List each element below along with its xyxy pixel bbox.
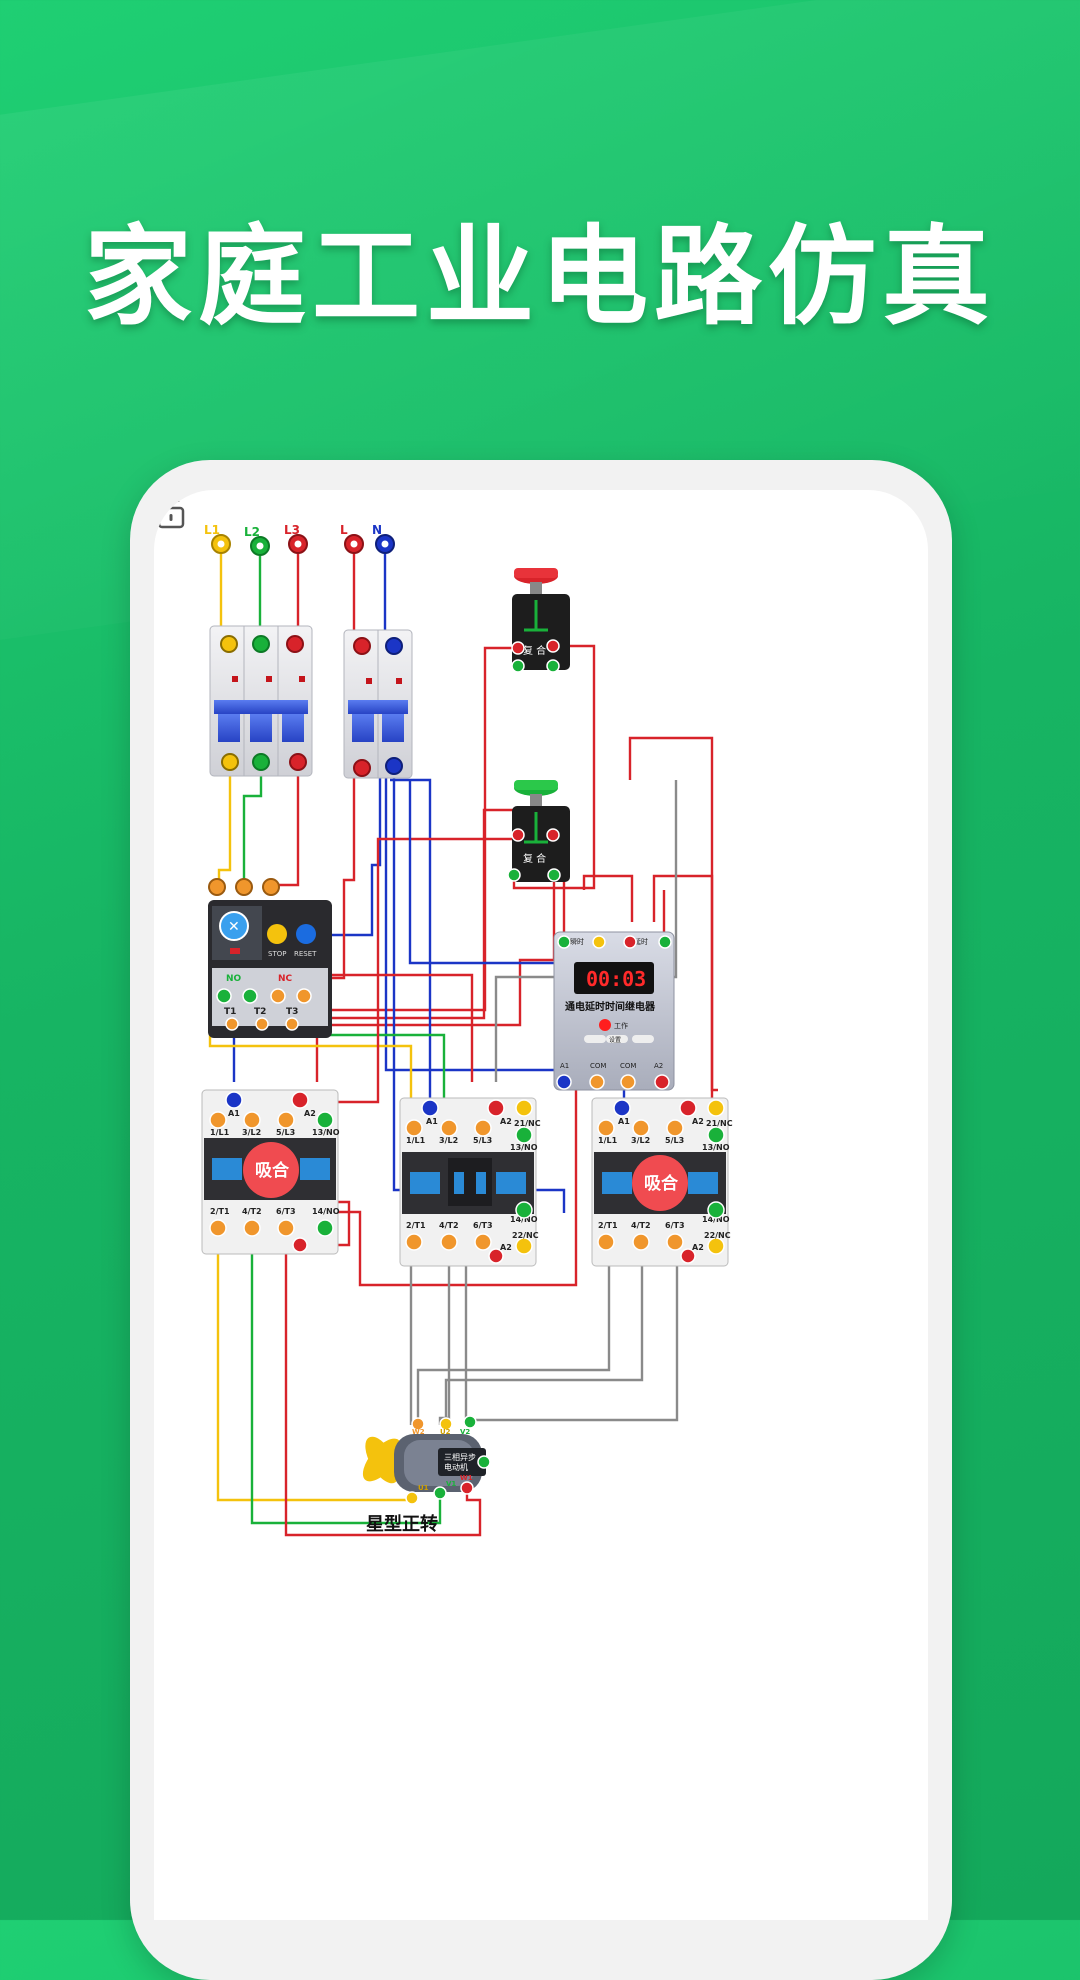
overload-no-label: NO (226, 974, 242, 984)
thermal-overload-relay[interactable]: ✕ STOP RESET NO NC T1 T2 T3 (208, 878, 332, 1038)
c3-l2-label: 3/L2 (631, 1136, 650, 1145)
c3-a1-label: A1 (618, 1117, 630, 1126)
c2-t2-label: 4/T2 (439, 1221, 459, 1230)
timer-work-label: 工作 (614, 1021, 628, 1030)
timer-instant-label: 瞬时 (570, 937, 584, 946)
page-headline: 家庭工业电路仿真 (83, 215, 996, 340)
c3-t1-label: 2/T1 (598, 1221, 618, 1230)
terminal-n-label: N (372, 523, 382, 537)
timer-a1-label: A1 (560, 1062, 569, 1070)
timer-plus-button[interactable] (632, 1035, 654, 1043)
contactor-3[interactable]: A1 A2 21/NC 1/L1 3/L2 5/L3 13/NO 吸合 2/T1… (591, 1097, 733, 1267)
circuit-caption: 星型正转 (366, 1513, 438, 1535)
contactor-2[interactable]: A1 A2 21/NC 1/L1 3/L2 5/L3 13/NO 2/T1 4/… (399, 1097, 541, 1267)
overload-t1-label: T1 (224, 1007, 236, 1017)
motor-w1-label: W1 (460, 1474, 473, 1482)
c2-t3-label: 6/T3 (473, 1221, 493, 1230)
c3-t3-label: 6/T3 (665, 1221, 685, 1230)
reset-button-red-label: 复 合 (523, 644, 546, 657)
c3-13no-label: 13/NO (702, 1143, 730, 1152)
c3-a2-label: A2 (692, 1117, 704, 1126)
timer-set-label: 设置 (609, 1036, 621, 1044)
terminal-l1-label: L1 (204, 523, 220, 537)
c3-21nc-label: 21/NC (706, 1119, 733, 1128)
lock-open-icon[interactable] (154, 490, 188, 530)
c2-13no-label: 13/NO (510, 1143, 538, 1152)
three-phase-motor[interactable]: 三相异步电动机 W2 U2 V2 U1 V1 W1 (356, 1415, 491, 1505)
c3-l3-label: 5/L3 (665, 1136, 684, 1145)
c1-13no-label: 13/NO (312, 1128, 340, 1137)
input-terminals[interactable]: L1 L2 L3 L N (204, 523, 395, 556)
c1-l3-label: 5/L3 (276, 1128, 295, 1137)
reset-button-green-label: 复 合 (523, 852, 546, 865)
reset-button-green[interactable]: 复 合 (507, 780, 570, 882)
c3-22nc-label: 22/NC (704, 1231, 731, 1240)
terminal-l-label: L (340, 523, 348, 537)
motor-u1-label: U1 (418, 1484, 429, 1492)
c3-engaged-label: 吸合 (644, 1173, 679, 1194)
circuit-diagram: L1 L2 L3 L N (201, 523, 733, 1537)
c1-l1-label: 1/L1 (210, 1128, 230, 1137)
c2-22nc-label: 22/NC (512, 1231, 539, 1240)
c1-14no-label: 14/NO (312, 1207, 340, 1216)
timer-title: 通电延时时间继电器 (565, 1000, 656, 1013)
terminal-l3-label: L3 (284, 523, 300, 537)
c3-engaged-indicator (632, 1155, 688, 1211)
timer-minus-button[interactable] (584, 1035, 606, 1043)
motor-w2-label: W2 (412, 1428, 425, 1436)
c2-a1-label: A1 (426, 1117, 438, 1126)
c1-t2-label: 4/T2 (242, 1207, 262, 1216)
three-pole-breaker[interactable] (209, 625, 313, 777)
motor-v2-label: V2 (460, 1428, 470, 1436)
timer-a2-label: A2 (654, 1062, 663, 1070)
c1-t1-label: 2/T1 (210, 1207, 230, 1216)
overload-nc-label: NC (278, 974, 293, 984)
c1-t3-label: 6/T3 (276, 1207, 296, 1216)
contactor-1[interactable]: A1 A2 1/L1 3/L2 5/L3 13/NO 吸合 2/T1 4/T2 … (201, 1089, 340, 1255)
two-pole-breaker[interactable] (343, 629, 413, 779)
c3-t2-label: 4/T2 (631, 1221, 651, 1230)
c2-l2-label: 3/L2 (439, 1136, 458, 1145)
timer-com-label-1: COM (590, 1062, 606, 1070)
timer-com-label-2: COM (620, 1062, 636, 1070)
overload-t3-label: T3 (286, 1007, 298, 1017)
stop-label: STOP (268, 950, 286, 958)
motor-v1-label: V1 (446, 1480, 456, 1488)
c2-a2-bottom-label: A2 (500, 1243, 512, 1252)
c2-t1-label: 2/T1 (406, 1221, 426, 1230)
c2-l1-label: 1/L1 (406, 1136, 426, 1145)
c1-l2-label: 3/L2 (242, 1128, 261, 1137)
c1-engaged-indicator (243, 1142, 299, 1198)
terminal-l2-label: L2 (244, 525, 260, 539)
c2-21nc-label: 21/NC (514, 1119, 541, 1128)
c1-a2-label: A2 (304, 1109, 316, 1118)
timer-set-button[interactable] (606, 1035, 628, 1043)
c3-14no-label: 14/NO (702, 1215, 730, 1224)
c2-l3-label: 5/L3 (473, 1136, 492, 1145)
motor-label: 三相异步电动机 (444, 1452, 476, 1472)
adjust-dial-icon: ✕ (228, 919, 240, 935)
c1-engaged-label: 吸合 (255, 1160, 290, 1181)
c2-a2-label: A2 (500, 1117, 512, 1126)
timer-delay-label: 延时 (634, 937, 648, 946)
reset-label: RESET (294, 950, 317, 958)
overload-t2-label: T2 (254, 1007, 266, 1017)
c3-l1-label: 1/L1 (598, 1136, 618, 1145)
timer-display: 00:03 (586, 967, 646, 991)
c1-a1-label: A1 (228, 1109, 240, 1118)
c2-14no-label: 14/NO (510, 1215, 538, 1224)
c3-a2-bottom-label: A2 (692, 1243, 704, 1252)
time-delay-relay[interactable]: 瞬时 延时 00:03 通电延时时间继电器 工作 设置 A1 COM COM A… (553, 931, 675, 1091)
reset-button-red[interactable]: 复 合 (511, 568, 570, 673)
motor-u2-label: U2 (440, 1428, 451, 1436)
circuit-canvas: L1 L2 L3 L N (154, 490, 928, 1920)
